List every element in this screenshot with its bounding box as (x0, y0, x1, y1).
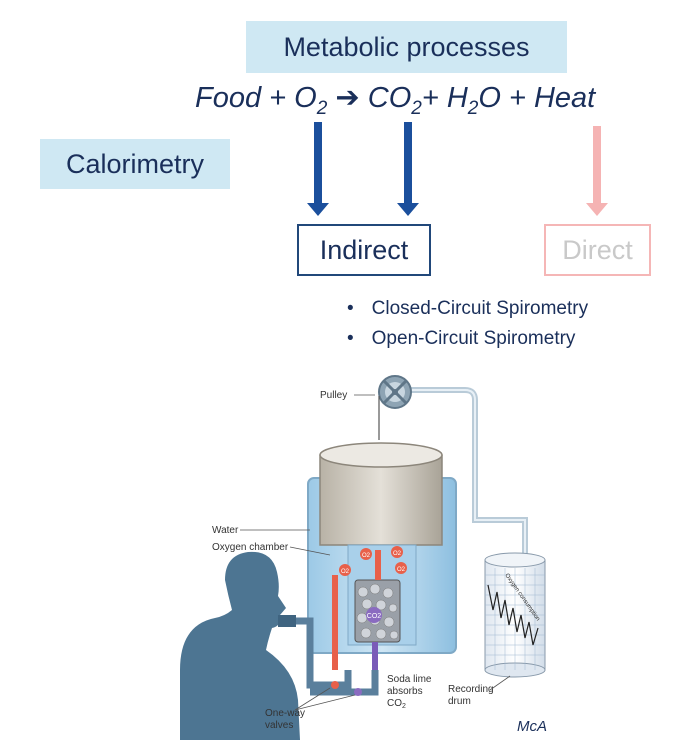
page-title: Metabolic processes (283, 31, 530, 62)
eq-arrow: ➔ (335, 82, 360, 114)
svg-text:CO2: CO2 (387, 698, 406, 710)
svg-text:O2: O2 (362, 553, 371, 559)
svg-text:O2: O2 (397, 567, 406, 573)
svg-text:drum: drum (448, 696, 471, 707)
indirect-label: Indirect (319, 234, 409, 265)
eq-food: Food (195, 82, 262, 114)
list-item: Open-Circuit Spirometry (347, 324, 588, 354)
eq-h2o: H2O (446, 82, 501, 119)
label-pulley: Pulley (320, 390, 347, 401)
calorimetry-box: Calorimetry (40, 139, 230, 189)
outflow-tube (372, 642, 378, 670)
flow-arrows (307, 122, 608, 216)
svg-text:O2: O2 (341, 569, 350, 575)
inflow-tube (332, 575, 338, 670)
direct-label: Direct (562, 234, 633, 265)
calorimetry-label: Calorimetry (65, 148, 205, 179)
svg-text:valves: valves (265, 720, 293, 731)
o2-bubbles: O2 O2 O2 O2 (339, 546, 407, 576)
source-credit: McA (517, 718, 547, 735)
eq-plus: + (421, 82, 439, 114)
arrow-heat-to-direct (586, 126, 608, 216)
eq-co2: CO2 (367, 82, 422, 119)
label-recording-drum: Recording (448, 684, 494, 695)
metabolic-equation: Food + O2 ➔ CO2+ H2O + Heat (195, 80, 595, 120)
spirometer-illustration: Pulley CO2 O2 O2 O2 O2 (180, 375, 546, 740)
title-box: Metabolic processes (246, 21, 567, 73)
method-list: Closed-Circuit Spirometry Open-Circuit S… (347, 294, 588, 354)
svg-text:absorbs: absorbs (387, 686, 423, 697)
recording-drum: Oxygen consumption (484, 552, 546, 678)
arrow-co2-to-indirect (397, 122, 419, 216)
eq-heat: Heat (533, 82, 596, 114)
direct-box: Direct (544, 224, 651, 276)
eq-plus: + (508, 82, 526, 114)
co2-bubble: CO2 (367, 613, 382, 620)
svg-text:O2: O2 (393, 551, 402, 557)
arrow-o2-to-indirect (307, 122, 329, 216)
eq-o2: O2 (294, 82, 328, 119)
label-oxygen-chamber: Oxygen chamber (212, 542, 289, 553)
list-item: Closed-Circuit Spirometry (347, 294, 588, 324)
indirect-box: Indirect (297, 224, 431, 276)
pulley-icon (378, 375, 412, 409)
eq-plus: + (269, 82, 287, 114)
person-silhouette (180, 551, 300, 740)
label-soda-lime: Soda lime (387, 674, 432, 685)
breathing-hose (296, 617, 352, 689)
label-one-way-valves: One-way (265, 708, 305, 719)
label-water: Water (212, 525, 239, 536)
